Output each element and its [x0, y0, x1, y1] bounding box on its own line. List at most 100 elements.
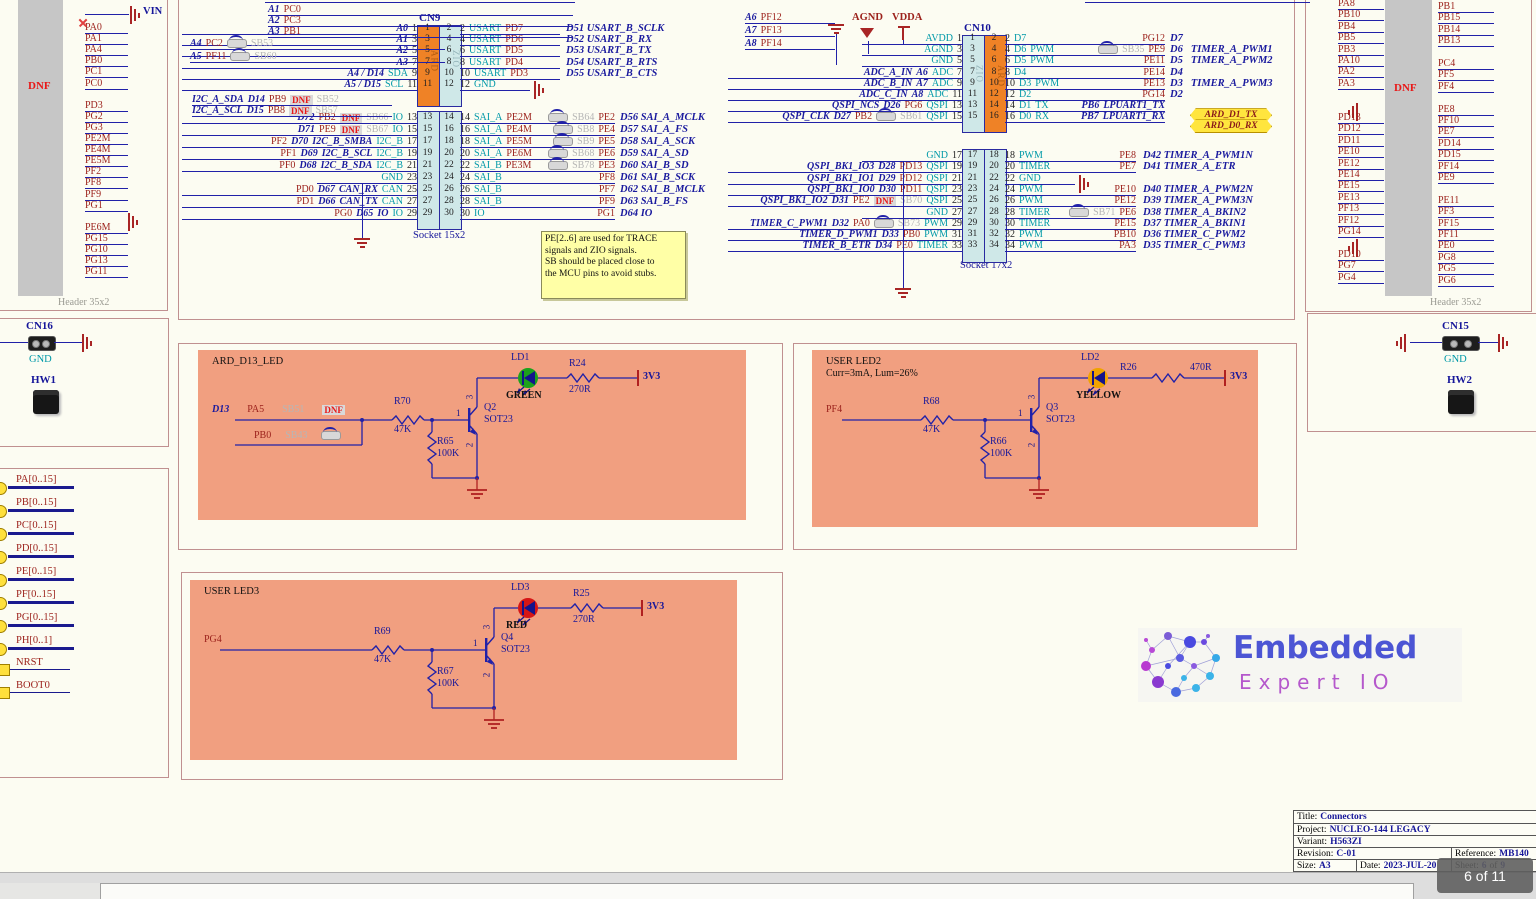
variant-value: H563ZI: [1330, 836, 1362, 847]
led-ref: LD3: [511, 582, 530, 593]
resistor-ref: R25: [573, 588, 590, 599]
body-column-label: ARD: [429, 50, 440, 73]
power-rail-label: 3V3: [643, 371, 661, 382]
header-pin-label: PD12: [1338, 124, 1384, 136]
led-circuit-drawing: [220, 598, 643, 729]
led-ref: LD2: [1081, 352, 1100, 363]
net-label: ADC: [931, 66, 953, 78]
vin-label: VIN: [143, 6, 163, 17]
transistor-pin: 2: [464, 442, 475, 448]
pin-number: 2: [446, 23, 452, 33]
header-pin-label: PG2: [85, 111, 128, 123]
net-label: 18: [460, 136, 470, 147]
header-pin-label: PA10: [1338, 56, 1384, 67]
variant-row: Variant: H563ZI: [1294, 835, 1536, 847]
transistor-package: SOT23: [501, 644, 530, 655]
header-pin-label: PG3: [85, 122, 128, 134]
net-label: TIMER_A_PWM3: [1190, 77, 1273, 89]
pin-number: 12: [444, 79, 454, 89]
header-pin-label: PA2: [1338, 67, 1384, 79]
net-label: 9: [412, 67, 417, 79]
pin-number: 25: [967, 195, 978, 206]
pin-number: 15: [422, 124, 433, 134]
led-input-row: PG4: [204, 634, 404, 645]
transistor-pin: 2: [481, 672, 492, 678]
transistor-package: SOT23: [484, 414, 513, 425]
logo-text-embedded: Embedded: [1233, 630, 1418, 666]
pin-number: 16: [444, 124, 454, 134]
pin-number: 7: [425, 56, 430, 67]
wire: [1478, 342, 1498, 343]
far-net-label: D62 SAI_B_MCLK: [620, 184, 705, 195]
dnf-flag: DNF: [873, 196, 897, 207]
pin-row-right-end: PA3: [1119, 241, 1136, 251]
resistor-value: 47K: [923, 424, 941, 435]
net-label: 6: [460, 45, 465, 57]
header-pin-label: PF8: [85, 178, 128, 190]
net-label: 4: [1005, 44, 1010, 56]
net-label: PA3: [1119, 240, 1136, 252]
header-pin-label: PF3: [1438, 207, 1494, 219]
pin-number: 3: [970, 44, 975, 55]
reference-cell: Reference: MB140: [1451, 847, 1536, 859]
net-label: TIMER: [1019, 161, 1051, 173]
agnd-label: AGND: [852, 12, 883, 23]
header-pin-label: PF15: [1438, 218, 1494, 230]
net-label: D2: [1170, 89, 1183, 100]
region-border: [178, 343, 783, 550]
transistor-pin: 1: [456, 408, 461, 418]
header-pin-label: PF4: [1438, 81, 1494, 93]
net-label: TIMER_B_ETR: [802, 240, 871, 252]
net-label: TX: [1035, 100, 1049, 112]
pin-number: 11: [967, 89, 978, 99]
net-label: PB0: [254, 430, 272, 441]
far-net-label: D42 TIMER_A_PWM1N: [1143, 150, 1253, 161]
net-label: PE3: [598, 160, 615, 171]
dnf-column: [1385, 0, 1432, 296]
net-label: 18: [1005, 150, 1015, 161]
pin-number: 6: [446, 45, 452, 56]
net-label: PE5M: [506, 136, 532, 147]
hardware-icon: [1448, 390, 1474, 414]
net-label: 7: [957, 66, 962, 78]
net-label: PE0: [896, 240, 913, 252]
net-label: 22: [460, 160, 470, 171]
header-pin-label: PE10: [1338, 147, 1384, 159]
next-page-edge[interactable]: [100, 883, 1414, 899]
pin-number: 3: [425, 34, 430, 45]
socket-label: Socket 15x2: [413, 230, 466, 241]
net-label: 10: [460, 67, 470, 79]
net-label: 19: [407, 148, 417, 159]
net-label: 15: [407, 124, 417, 135]
net-label: TIMER: [1019, 206, 1051, 218]
net-label: D68: [299, 160, 317, 171]
hardware-ref: HW1: [31, 374, 57, 386]
hardware-ref: HW2: [1447, 374, 1473, 386]
net-label: IO: [392, 124, 403, 135]
pin-row-right-end: PE14: [1143, 67, 1165, 78]
wire: [8, 509, 74, 512]
net-label: D53 USART_B_TX: [566, 45, 652, 57]
net-label: 11: [952, 89, 962, 100]
net-label: 2: [1005, 33, 1010, 44]
